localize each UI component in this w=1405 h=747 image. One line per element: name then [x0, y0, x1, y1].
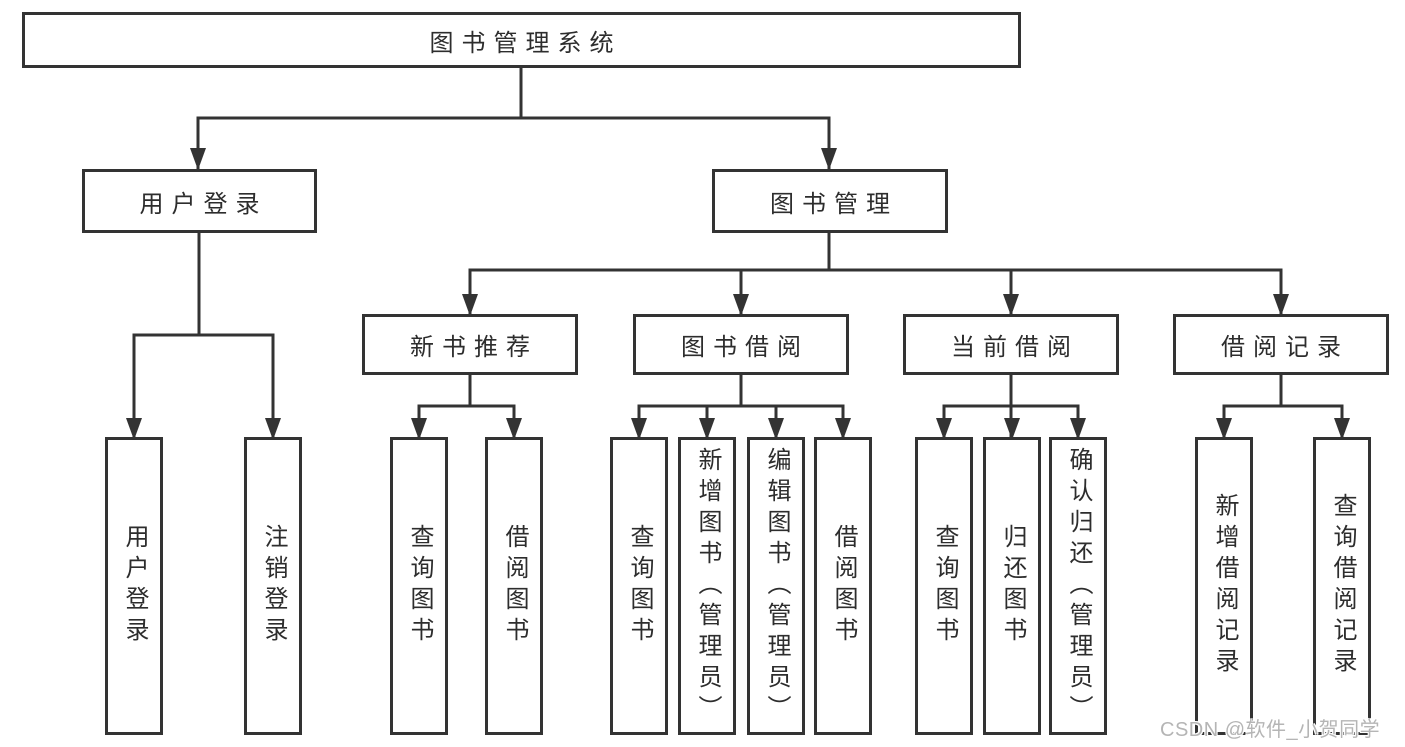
- leaf-borrow-books-2: 借阅图书: [814, 437, 872, 735]
- arrowhead: [411, 418, 427, 440]
- leaf-query-books-3: 查询图书: [915, 437, 973, 735]
- node-label: 新书推荐: [410, 334, 538, 361]
- node-label: 归还图书: [999, 524, 1026, 648]
- arrowhead: [733, 294, 749, 316]
- node-book-management: 图书管理: [712, 169, 948, 233]
- leaf-edit-book-admin: 编辑图书（管理员）: [747, 437, 805, 735]
- node-root: 图书管理系统: [22, 12, 1021, 68]
- connector: [1222, 375, 1344, 437]
- arrowhead: [1070, 418, 1086, 440]
- arrowhead: [1216, 418, 1232, 440]
- arrowhead: [768, 418, 784, 440]
- arrowhead: [821, 148, 837, 170]
- node-label: 编辑图书（管理员）: [763, 446, 790, 726]
- arrowhead: [936, 418, 952, 440]
- connector: [468, 233, 1283, 314]
- node-label: 注销登录: [260, 524, 287, 648]
- node-label: 图书管理: [770, 190, 898, 218]
- node-label: 借阅图书: [830, 524, 857, 648]
- node-current-borrow: 当前借阅: [903, 314, 1119, 375]
- connector: [132, 233, 275, 437]
- leaf-query-borrow-record: 查询借阅记录: [1313, 437, 1371, 735]
- arrowhead: [631, 418, 647, 440]
- leaf-query-books-1: 查询图书: [390, 437, 448, 735]
- arrowhead: [126, 418, 142, 440]
- csdn-watermark: CSDN @软件_小贺同学: [1160, 719, 1381, 741]
- node-label: 当前借阅: [951, 334, 1079, 361]
- leaf-query-books-2: 查询图书: [610, 437, 668, 735]
- node-book-borrow: 图书借阅: [633, 314, 849, 375]
- node-label: 查询借阅记录: [1329, 493, 1356, 679]
- arrowhead: [1004, 418, 1020, 440]
- arrowhead: [265, 418, 281, 440]
- node-label: 查询图书: [406, 524, 433, 648]
- arrowhead: [1003, 294, 1019, 316]
- node-label: 新增借阅记录: [1211, 493, 1238, 679]
- node-label: 用户登录: [121, 524, 148, 648]
- leaf-logout: 注销登录: [244, 437, 302, 735]
- node-label: 图书借阅: [681, 334, 809, 361]
- leaf-add-borrow-record: 新增借阅记录: [1195, 437, 1253, 735]
- arrowhead: [462, 294, 478, 316]
- node-label: 查询图书: [626, 524, 653, 648]
- arrowhead: [835, 418, 851, 440]
- node-label: 图书管理系统: [429, 29, 622, 57]
- connector: [196, 68, 831, 169]
- leaf-add-book-admin: 新增图书（管理员）: [678, 437, 736, 735]
- node-new-book-recommend: 新书推荐: [362, 314, 578, 375]
- arrowhead: [190, 148, 206, 170]
- node-label: 查询图书: [931, 524, 958, 648]
- node-label: 借阅记录: [1221, 334, 1349, 361]
- arrowhead: [1273, 294, 1289, 316]
- node-user-login: 用户登录: [82, 169, 317, 233]
- node-label: 确认归还（管理员）: [1065, 446, 1092, 726]
- arrowhead: [506, 418, 522, 440]
- leaf-borrow-books-1: 借阅图书: [485, 437, 543, 735]
- node-label: 新增图书（管理员）: [694, 446, 721, 726]
- node-label: 用户登录: [139, 190, 268, 218]
- arrowhead: [1334, 418, 1350, 440]
- leaf-user-login: 用户登录: [105, 437, 163, 735]
- arrowhead: [699, 418, 715, 440]
- node-borrow-records: 借阅记录: [1173, 314, 1389, 375]
- leaf-return-book: 归还图书: [983, 437, 1041, 735]
- node-label: 借阅图书: [501, 524, 528, 648]
- connector: [637, 375, 845, 437]
- leaf-confirm-return-admin: 确认归还（管理员）: [1049, 437, 1107, 735]
- connector: [417, 375, 516, 437]
